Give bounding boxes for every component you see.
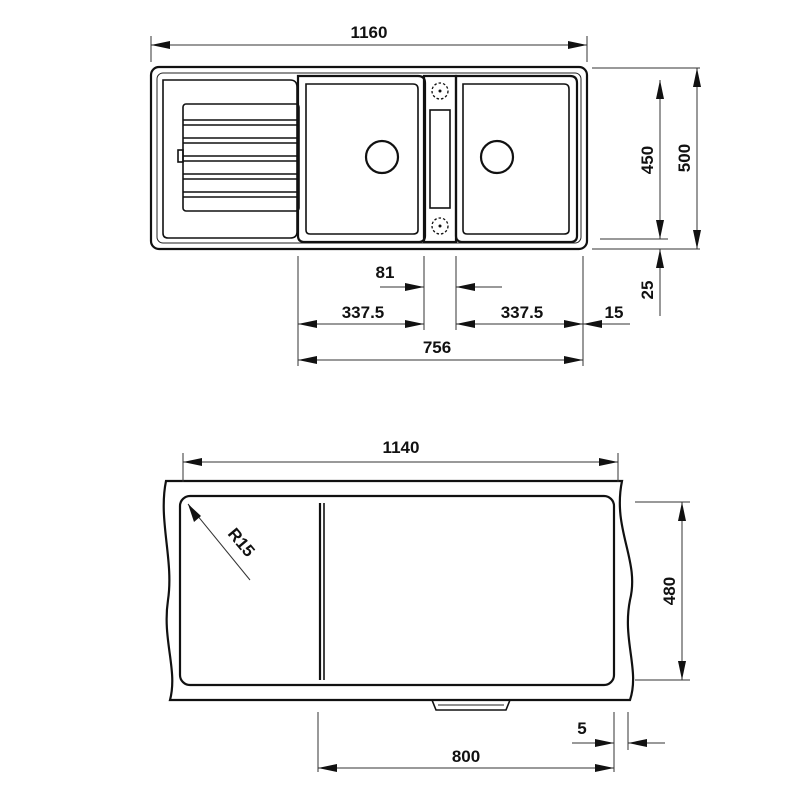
dim-right-bowl-width: 337.5 [456, 303, 583, 328]
sink-outer-outline [149, 65, 589, 251]
center-bridge [422, 74, 458, 244]
dim-bowl-height: 450 [638, 80, 664, 239]
overall-height-label: 500 [675, 144, 694, 172]
left-drain-circle [364, 139, 400, 175]
bowls-total-width-label: 756 [423, 338, 451, 357]
cutout-width-label: 1140 [383, 438, 420, 457]
right-bowl [454, 74, 579, 244]
dim-edge-offset: 5 [572, 719, 665, 747]
drain-outlet [431, 699, 511, 711]
dim-cutout-width: 1140 [182, 438, 619, 482]
left-bowl [296, 74, 427, 244]
dim-overall-height: 500 [675, 68, 701, 249]
bowl-offset-label: 25 [638, 281, 657, 300]
dim-right-margin: 15 [583, 303, 630, 328]
cutout-view: 1140 480 R15 5 [162, 438, 690, 772]
right-margin-label: 15 [605, 303, 624, 322]
overflow-bottom-icon [431, 217, 449, 235]
top-view: 1160 500 450 25 [149, 23, 701, 366]
bridge-width-label: 81 [376, 263, 395, 282]
left-bowl-width-label: 337.5 [342, 303, 385, 322]
dim-bowl-offset: 25 [638, 249, 664, 316]
dim-cutout-height: 480 [635, 501, 690, 681]
cutout-outline [178, 494, 616, 687]
edge-offset-label: 5 [577, 719, 586, 738]
countertop-outline [162, 479, 635, 702]
dim-corner-radius: R15 [187, 503, 259, 581]
dim-bowl-span: 800 [318, 747, 614, 772]
dim-overall-width: 1160 [150, 23, 588, 62]
overall-width-label: 1160 [351, 23, 388, 42]
dim-bowls-total-width: 756 [298, 338, 583, 364]
cutout-height-label: 480 [660, 577, 679, 605]
dim-bridge-width: 81 [376, 263, 502, 291]
overflow-top-icon [431, 82, 449, 100]
drainboard [162, 79, 300, 239]
right-bowl-width-label: 337.5 [501, 303, 544, 322]
bowl-height-label: 450 [638, 146, 657, 174]
dim-left-bowl-width: 337.5 [298, 303, 424, 328]
bowl-span-label: 800 [452, 747, 480, 766]
sink-inner-outline [156, 72, 582, 244]
right-drain-circle [479, 139, 515, 175]
